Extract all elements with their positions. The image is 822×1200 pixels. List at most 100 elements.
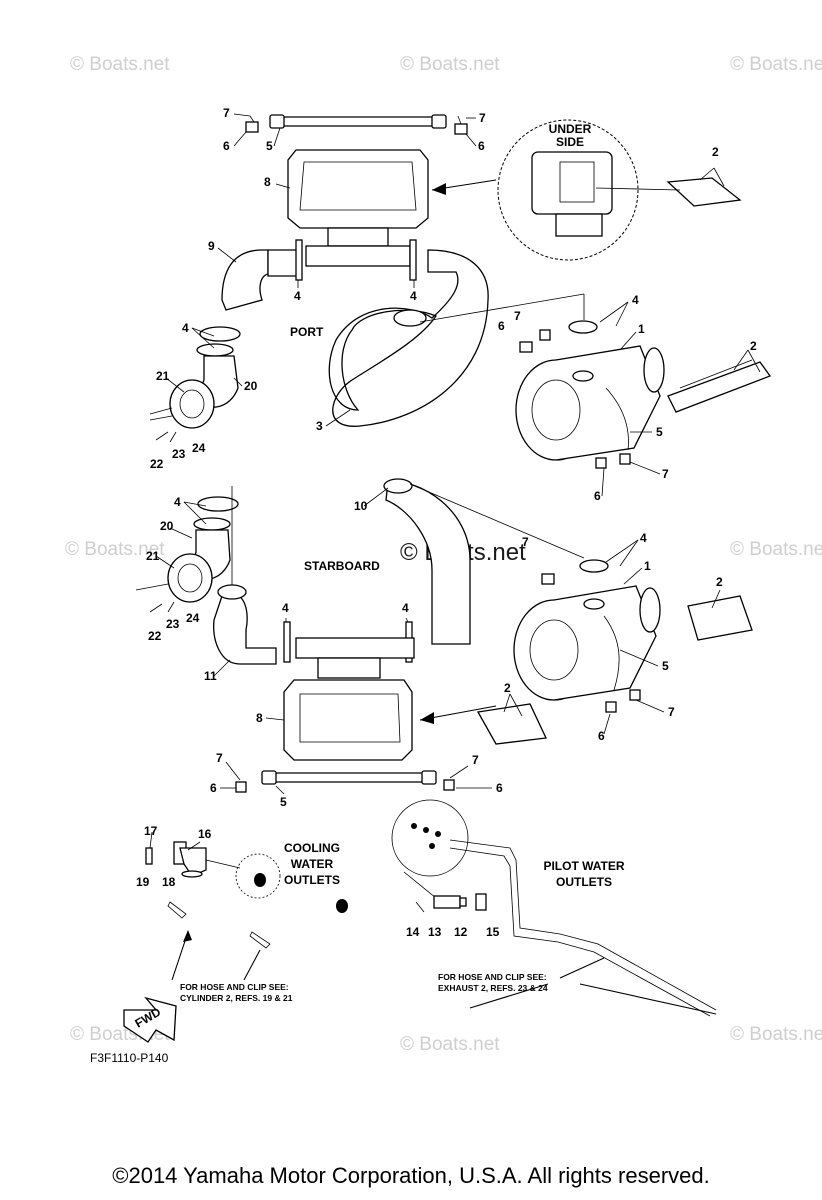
callout: 5: [280, 795, 287, 809]
flame-arrestor-21: [169, 379, 215, 429]
callout: 7: [479, 111, 486, 125]
clamp-4: [193, 517, 231, 531]
callout: 24: [186, 611, 200, 625]
diagram-code: F3F1110-P140: [90, 1051, 169, 1065]
callout: 16: [198, 827, 212, 841]
arrow-line: [469, 983, 549, 1009]
callout: 7: [223, 106, 230, 120]
callout: 5: [266, 139, 273, 153]
callout: 7: [522, 535, 529, 549]
callout: 20: [160, 519, 174, 533]
callout: 22: [150, 457, 164, 471]
callout: 7: [216, 751, 223, 765]
watermark: © Boats.net: [70, 54, 170, 75]
callout: 23: [172, 447, 186, 461]
callout: 6: [478, 139, 485, 153]
callout: 6: [598, 729, 605, 743]
callout: 7: [514, 309, 521, 323]
clip-6: [519, 341, 533, 353]
clamp-4: [199, 326, 241, 342]
exhaust-note-1: FOR HOSE AND CLIP SEE:: [438, 972, 547, 982]
hose-3: [328, 249, 489, 427]
clip-6: [595, 457, 607, 469]
hose-3-end: [393, 309, 427, 327]
callout: 6: [594, 489, 601, 503]
clamp-4: [196, 343, 234, 357]
hose-11-end: [217, 584, 247, 600]
part-5-rod-bottom: [261, 770, 437, 785]
clip-6: [443, 779, 455, 791]
callout: 4: [174, 495, 181, 509]
leader: [409, 483, 585, 559]
hose-10-end: [383, 478, 413, 494]
starboard-label: STARBOARD: [304, 559, 380, 573]
part-4-pin: [283, 621, 291, 663]
watermark: © Boats.net: [400, 54, 500, 75]
hose-9: [221, 249, 269, 311]
cylinder-note-1: FOR HOSE AND CLIP SEE:: [180, 982, 289, 992]
callout: 7: [662, 467, 669, 481]
callout: 12: [454, 925, 468, 939]
clip-6: [605, 701, 617, 713]
callout: 4: [294, 289, 301, 303]
callout: 2: [712, 145, 719, 159]
flame-arrestor-21: [167, 553, 213, 603]
fwd-arrow-icon: FWD: [123, 996, 177, 1043]
callout: 4: [632, 293, 639, 307]
callout: 21: [146, 549, 160, 563]
callout: 4: [640, 531, 647, 545]
callout: 9: [208, 239, 215, 253]
callout: 10: [354, 499, 368, 513]
watermarks: © Boats.net © Boats.net © Boats.net © Bo…: [65, 54, 822, 1055]
part-4-pin: [409, 239, 417, 281]
callout: 14: [406, 925, 420, 939]
cooling-label-2: WATER: [291, 857, 334, 871]
callout: 4: [182, 321, 189, 335]
part-8-silencer-top: [287, 149, 429, 267]
callout: 15: [486, 925, 500, 939]
copyright-notice: ©2014 Yamaha Motor Corporation, U.S.A. A…: [112, 1163, 710, 1188]
callout: 6: [210, 781, 217, 795]
exhaust-note-2: EXHAUST 2, REFS. 23 & 24: [438, 983, 548, 993]
callout: 2: [750, 339, 757, 353]
part-1-airbox-starboard: [513, 559, 661, 701]
callout: 4: [282, 601, 289, 615]
clip-6-top-right: [454, 115, 468, 135]
part-8-silencer-bottom: [283, 637, 415, 761]
port-label: PORT: [290, 325, 324, 339]
watermark: © Boats.net: [730, 54, 822, 75]
clip-6: [541, 573, 555, 585]
arrow-line: [559, 957, 605, 979]
callout: 7: [472, 753, 479, 767]
callout: 23: [166, 617, 180, 631]
callout: 18: [162, 875, 176, 889]
underside-detail: UNDER SIDE: [497, 119, 639, 261]
callout: 4: [402, 601, 409, 615]
cooling-label-3: OUTLETS: [284, 873, 340, 887]
part-4-pin: [295, 239, 303, 281]
arrow-head: [432, 183, 446, 195]
callout: 13: [428, 925, 442, 939]
callout: 1: [644, 559, 651, 573]
watermark: © Boats.net: [400, 1034, 500, 1055]
callouts: 7 6 5 7 6 8 2 9 4 4 4 4 6 7 1 2 21 20 3 …: [136, 106, 757, 939]
wire-5: [603, 615, 620, 691]
clip-6: [539, 329, 551, 341]
callout: 19: [136, 875, 150, 889]
callout: 7: [668, 705, 675, 719]
part-2-pad-bottom: [476, 703, 547, 745]
callout: 6: [496, 781, 503, 795]
part-1-airbox-port: [515, 320, 665, 461]
part-2-pad-port: [667, 359, 772, 413]
pilot-label-1: PILOT WATER: [543, 859, 624, 873]
arrow-line: [579, 983, 717, 1015]
callout: 22: [148, 629, 162, 643]
under-side-label-2: SIDE: [556, 135, 584, 149]
cooling-outlet-assembly: [145, 841, 348, 949]
cooling-label-1: COOLING: [284, 841, 340, 855]
under-side-label-1: UNDER: [549, 122, 592, 136]
pilot-outlet-assembly: [391, 799, 717, 1017]
callout: 11: [204, 669, 217, 683]
callout: 1: [638, 322, 645, 336]
